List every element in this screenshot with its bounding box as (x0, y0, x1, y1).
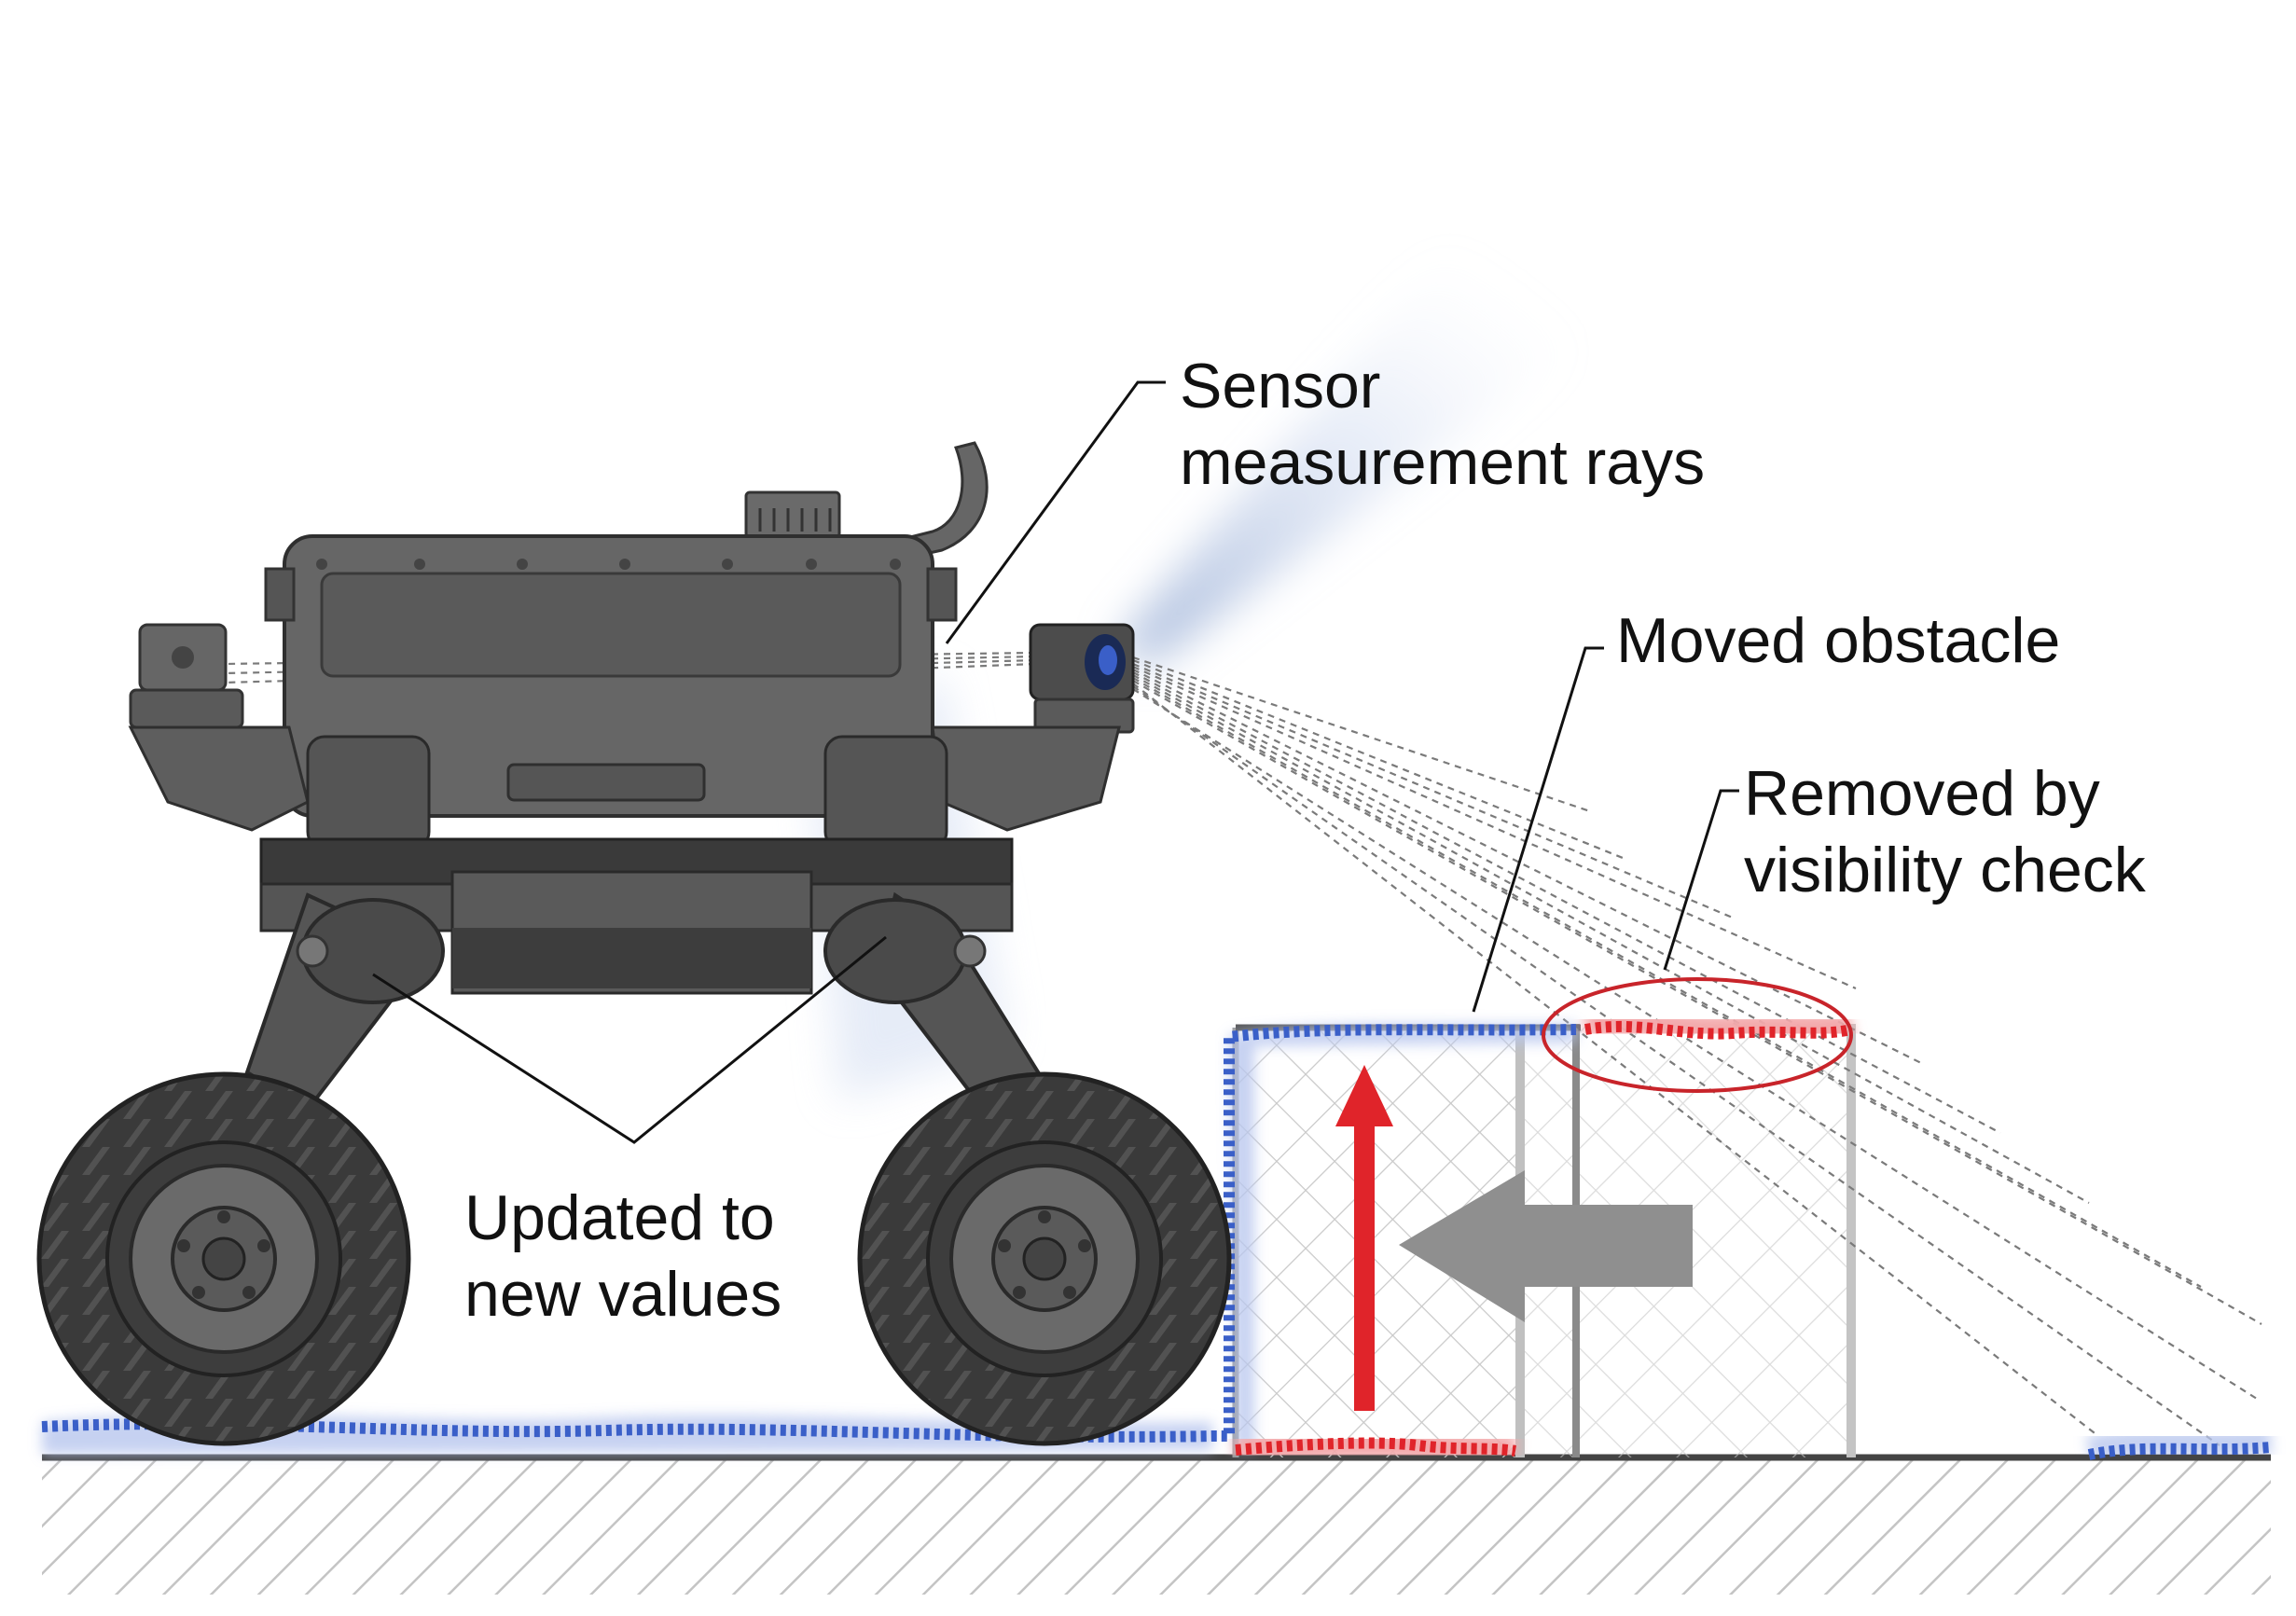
removed-segments-red (1234, 1006, 1855, 1467)
robot-leg-front (823, 891, 1061, 1131)
robot-wheel-front (857, 1071, 1232, 1446)
removed-highlight-ellipse (1542, 977, 1853, 1093)
leader-lines (372, 380, 1739, 1144)
robot-wheel-rear (36, 1071, 411, 1446)
leader-moved-obstacle (1472, 646, 1604, 1013)
robot (36, 441, 1232, 1446)
gray-left-arrow-icon (1399, 1170, 1693, 1322)
robot-leg-rear (244, 892, 445, 1112)
label-updated-line1: Updated to (464, 1182, 775, 1253)
label-removed-line2: visibility check (1744, 835, 2146, 905)
leader-sensor-rays (945, 380, 1166, 644)
leader-removed (1663, 789, 1739, 971)
label-moved-obstacle: Moved obstacle (1616, 605, 2061, 676)
label-sensor-measurement-rays: Sensor measurement rays (1180, 348, 1705, 501)
label-sensor-line1: Sensor (1180, 351, 1381, 421)
red-up-arrow-icon (1335, 1065, 1393, 1411)
label-updated-to-new-values: Updated to new values (464, 1180, 781, 1333)
elevation-map-blue (41, 1023, 2273, 1464)
label-removed-by-visibility-check: Removed by visibility check (1744, 755, 2146, 908)
front-lidar-sensor (1029, 623, 1135, 734)
label-updated-line2: new values (464, 1259, 782, 1330)
label-removed-line1: Removed by (1744, 758, 2100, 829)
label-sensor-line2: measurement rays (1180, 427, 1706, 498)
leader-updated (372, 935, 887, 1144)
robot-handle (893, 441, 989, 561)
ground-hatch (42, 1459, 2271, 1595)
